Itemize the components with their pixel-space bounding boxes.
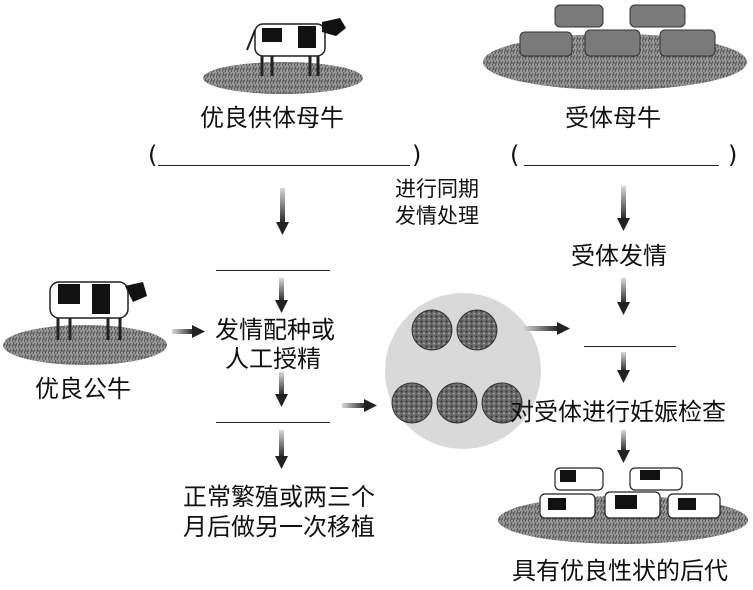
donor-treatment-blank [158, 165, 410, 166]
step-blank-3 [216, 422, 330, 423]
recipient-estrus-label: 受体发情 [571, 242, 667, 270]
donor-cow-label: 优良供体母牛 [200, 104, 344, 132]
offspring-label: 具有优良性状的后代 [512, 557, 728, 585]
arrow-down-icon [617, 430, 630, 463]
bull-label: 优良公牛 [35, 375, 131, 403]
mating-line1: 发情配种或 [215, 316, 335, 344]
paren-close: ) [412, 141, 421, 169]
recipient-herd-icon [483, 5, 747, 90]
recipient-cow-label: 受体母牛 [565, 104, 661, 132]
arrow-down-icon [617, 278, 630, 315]
step-blank-1 [216, 270, 330, 271]
recipient-treatment-blank [524, 165, 719, 166]
arrow-down-icon [617, 352, 630, 383]
arrow-down-icon [275, 278, 288, 313]
sync-estrus-line1: 进行同期 [395, 176, 479, 203]
bull-icon [3, 282, 167, 365]
rebreed-line1: 正常繁殖或两三个 [183, 483, 375, 511]
paren-open: ( [510, 141, 519, 169]
sync-estrus-line2: 发情处理 [395, 203, 479, 230]
paren-open: ( [148, 141, 157, 169]
arrow-right-icon [342, 399, 377, 412]
arrow-right-icon [172, 325, 205, 338]
arrow-down-icon [275, 430, 288, 469]
donor-cow-icon [203, 18, 363, 94]
mating-line2: 人工授精 [225, 345, 321, 373]
arrow-down-icon [275, 372, 288, 407]
arrow-down-icon [617, 186, 630, 231]
rebreed-line2: 月后做另一次移植 [183, 513, 375, 541]
offspring-herd-icon [498, 468, 748, 544]
step-blank-2 [584, 346, 676, 347]
paren-close: ) [728, 141, 737, 169]
arrow-down-icon [276, 188, 289, 235]
pregnancy-check-label: 对受体进行妊娠检查 [510, 398, 726, 426]
